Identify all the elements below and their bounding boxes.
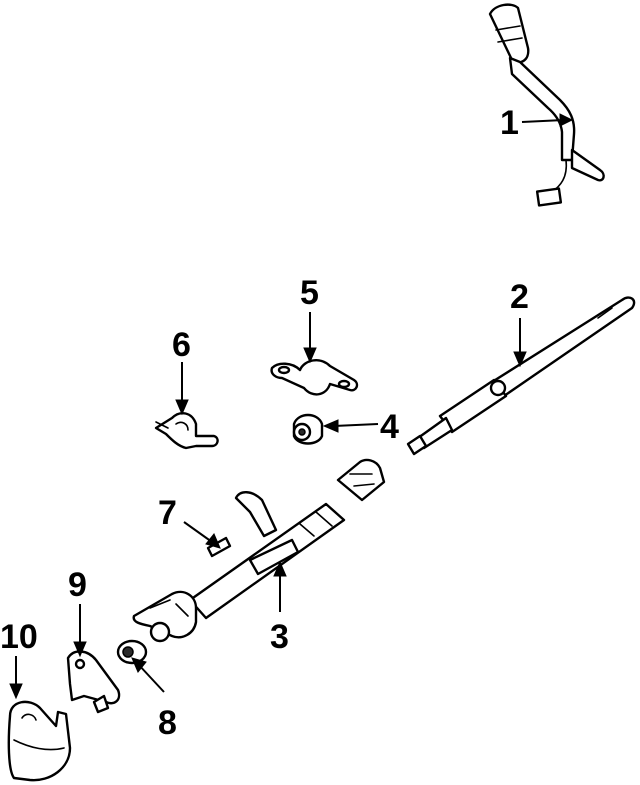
callout-9: 9 (68, 566, 87, 604)
part-4-bushing (292, 413, 324, 445)
callout-5: 5 (300, 274, 319, 312)
callout-1: 1 (500, 104, 519, 142)
part-9-bracket (66, 650, 121, 714)
part-10-bracket (7, 700, 72, 782)
callout-7: 7 (158, 494, 177, 532)
leader-lines (9, 113, 574, 700)
callout-2: 2 (510, 278, 529, 316)
part-6-bracket (154, 412, 219, 450)
callout-8: 8 (158, 704, 177, 742)
callout-4: 4 (380, 408, 399, 446)
part-5-clamp (270, 359, 359, 396)
part-2-steering-shaft (406, 296, 636, 456)
part-8-bushing (116, 639, 148, 665)
part-3-column (132, 458, 386, 643)
callout-3: 3 (270, 618, 289, 656)
callout-10: 10 (0, 618, 38, 656)
callout-6: 6 (172, 326, 191, 364)
part-1-shift-lever (488, 3, 605, 207)
